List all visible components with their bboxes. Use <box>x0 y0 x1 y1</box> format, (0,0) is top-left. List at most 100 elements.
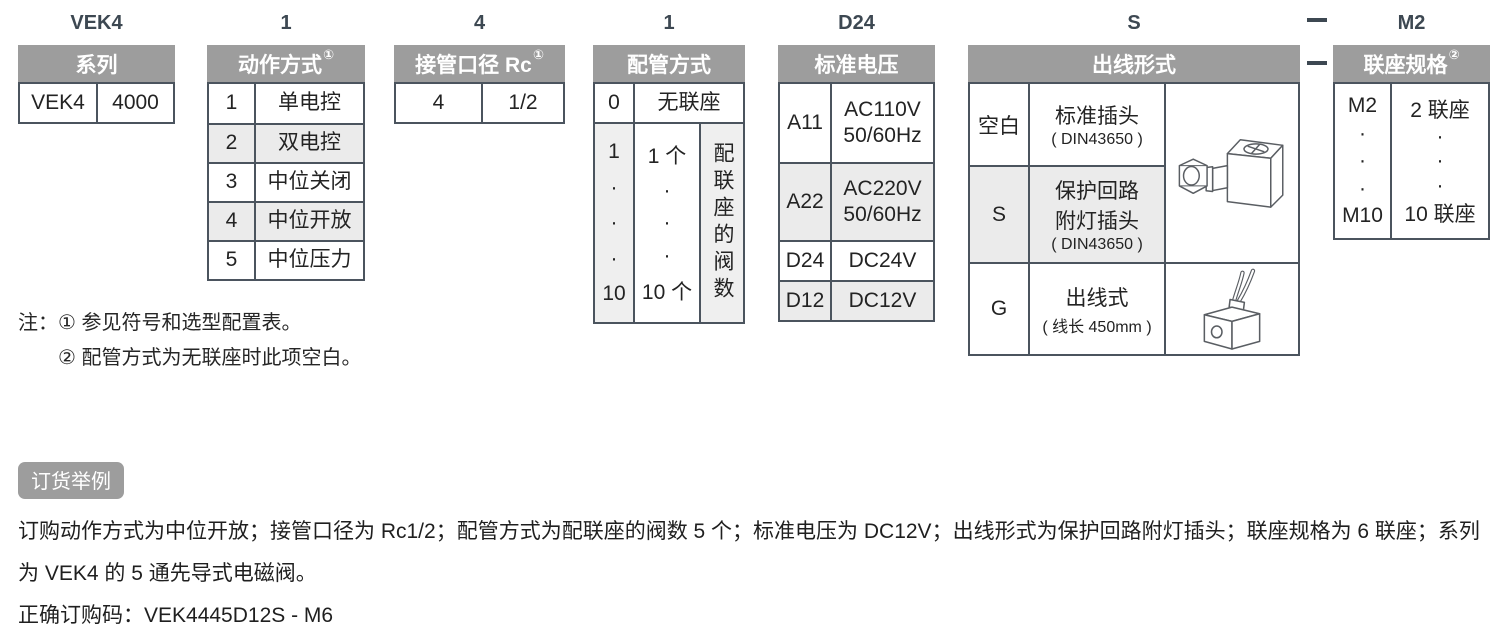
piping-table: 0 无联座 1 · · · 10 1 个 · · · 10 个 <box>593 82 745 324</box>
dots: · <box>663 243 671 267</box>
voltage-code-label: D24 <box>838 12 875 34</box>
din-plug-illustration <box>1164 84 1298 262</box>
series-row: VEK4 4000 <box>20 84 173 122</box>
action-code-cell: 4 <box>225 209 238 233</box>
table-row: A22 AC220V 50/60Hz <box>780 162 933 240</box>
piping-code-cell: 0 <box>608 90 620 114</box>
ordering-example-code: 正确订购码：VEK4445D12S - M6 <box>18 604 334 627</box>
action-header-text: 动作方式 <box>237 53 322 77</box>
cable-lead-illustration <box>1164 262 1298 354</box>
outlet-section: S 出线形式 空白 标准插头 ( DIN43650 ) <box>968 8 1300 356</box>
series-value-cell: 4000 <box>96 84 173 122</box>
piping-header-text: 配管方式 <box>627 53 711 77</box>
action-code-cell: 3 <box>225 170 238 194</box>
series-header: 系列 <box>18 45 175 82</box>
action-header-footnote: ① <box>322 47 334 62</box>
action-code-cell: 1 <box>225 91 238 115</box>
din-plug-icon <box>1178 139 1284 208</box>
piping-vertical-note-cell: 配联座的阀数 <box>699 124 743 322</box>
piping-vertical-note: 配联座的阀数 <box>711 142 734 304</box>
voltage-header: 标准电压 <box>778 45 935 82</box>
dots: · <box>1436 173 1444 197</box>
outlet-code-cell: G <box>970 262 1028 354</box>
dots: · <box>663 178 671 202</box>
action-label-cell: 双电控 <box>254 125 363 162</box>
piping-range-count: 10 个 <box>641 281 693 304</box>
series-table: VEK4 4000 <box>18 82 175 124</box>
port-code-label: 4 <box>473 12 486 34</box>
series-section: VEK4 系列 VEK4 4000 <box>18 8 175 124</box>
series-code-cell: VEK4 <box>31 90 85 114</box>
voltage-code-cell: D12 <box>785 288 825 312</box>
manifold-code: M10 <box>1342 204 1383 227</box>
manifold-table: M2 · · · M10 2 联座 · · · 10 联座 <box>1333 82 1490 240</box>
series-code-label: VEK4 <box>70 12 123 34</box>
action-code-cell: 2 <box>225 131 238 155</box>
piping-none-row: 0 无联座 <box>595 84 743 122</box>
dots: · <box>610 246 618 270</box>
outlet-desc-cell: 保护回路 附灯插头 ( DIN43650 ) <box>1028 165 1164 262</box>
table-row: A11 AC110V 50/60Hz <box>780 84 933 162</box>
piping-code-label: 1 <box>663 12 675 34</box>
outlet-desc-sub: ( DIN43650 ) <box>1051 131 1143 148</box>
table-row: 3 中位关闭 <box>209 162 363 201</box>
piping-range-count: 1 个 <box>647 145 687 168</box>
dots: · <box>1359 176 1366 200</box>
table-row: 2 双电控 <box>209 123 363 162</box>
footnotes-items: ① 参见符号和选型配置表。 ② 配管方式为无联座时此项空白。 <box>58 306 362 376</box>
dots: · <box>610 175 618 199</box>
action-code-cell: 5 <box>225 248 238 272</box>
piping-range-code: 10 <box>602 282 626 305</box>
port-row: 4 1/2 <box>396 84 563 122</box>
piping-label-cell: 无联座 <box>633 84 743 122</box>
outlet-code-cell: S <box>970 165 1028 262</box>
action-label-cell: 中位压力 <box>254 242 363 279</box>
manifold-header-footnote: ② <box>1448 47 1460 62</box>
outlet-header: 出线形式 <box>968 45 1300 82</box>
footnotes: 注： ① 参见符号和选型配置表。 ② 配管方式为无联座时此项空白。 <box>18 306 362 376</box>
footnotes-label: 注： <box>18 312 58 334</box>
voltage-value-cell: DC12V <box>830 282 933 320</box>
dots: · <box>610 211 618 234</box>
dash-separator <box>1307 61 1327 65</box>
table-row: 1 单电控 <box>209 84 363 123</box>
manifold-code: M2 <box>1347 94 1378 117</box>
port-header-footnote: ① <box>532 47 544 62</box>
outlet-table: 空白 标准插头 ( DIN43650 ) <box>968 82 1300 356</box>
piping-header: 配管方式 <box>593 45 745 82</box>
ordering-example-body: 订购动作方式为中位开放；接管口径为 Rc1/2；配管方式为配联座的阀数 5 个；… <box>18 520 1480 585</box>
action-label-cell: 中位开放 <box>254 203 363 240</box>
table-row: D24 DC24V <box>780 240 933 280</box>
ordering-example-badge: 订货举例 <box>18 462 124 499</box>
series-header-text: 系列 <box>75 53 118 77</box>
voltage-table: A11 AC110V 50/60Hz A22 AC220V 50/60Hz D2… <box>778 82 935 322</box>
table-row: 5 中位压力 <box>209 240 363 279</box>
footnote-item: ② 配管方式为无联座时此项空白。 <box>58 347 362 369</box>
port-value-cell: 1/2 <box>481 84 563 122</box>
action-label-cell: 单电控 <box>254 84 363 123</box>
voltage-code-cell: A22 <box>786 189 824 213</box>
manifold-values-column: 2 联座 · · · 10 联座 <box>1390 84 1488 238</box>
footnote-item: ① 参见符号和选型配置表。 <box>58 312 302 334</box>
voltage-value-cell: AC220V 50/60Hz <box>830 164 933 240</box>
voltage-header-text: 标准电压 <box>814 53 899 77</box>
action-code-label: 1 <box>280 12 292 34</box>
outlet-desc-main: 保护回路 附灯插头 <box>1055 180 1139 233</box>
ordering-example-section: 订货举例 订购动作方式为中位开放；接管口径为 Rc1/2；配管方式为配联座的阀数… <box>18 462 1496 632</box>
outlet-desc-cell: 出线式 ( 线长 450mm ) <box>1028 262 1164 354</box>
manifold-code-label: M2 <box>1397 12 1426 34</box>
manifold-header-text: 联座规格 <box>1363 53 1448 77</box>
piping-range-row: 1 · · · 10 1 个 · · · 10 个 配联座的阀数 <box>595 122 743 322</box>
dots: · <box>1359 149 1366 172</box>
piping-range-code: 1 <box>608 140 620 163</box>
outlet-header-text: 出线形式 <box>1092 53 1176 77</box>
dots: · <box>663 211 671 234</box>
manifold-value: 10 联座 <box>1404 203 1476 226</box>
voltage-value-cell: AC110V 50/60Hz <box>830 84 933 162</box>
piping-range-codes: 1 · · · 10 <box>595 124 633 322</box>
